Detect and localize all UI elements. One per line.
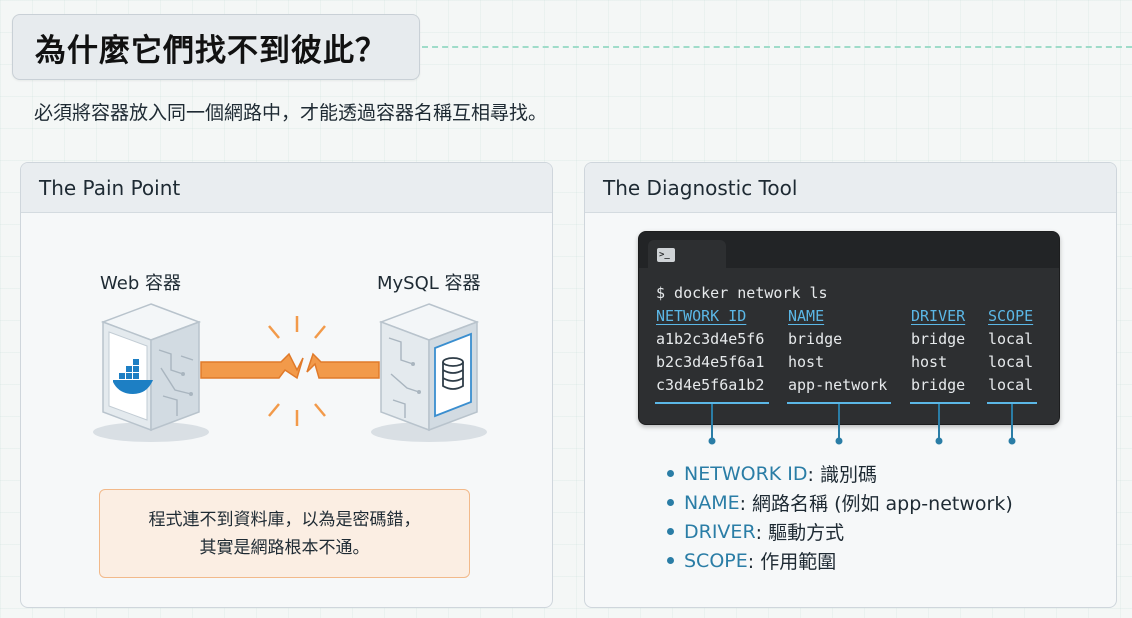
legend-term: NAME (684, 491, 740, 514)
column-header-scope: SCOPE (988, 307, 1034, 325)
mysql-cube-icon (378, 303, 480, 432)
cell-network-id: b2c3d4e5f6a1 (656, 353, 765, 371)
mysql-container-label: MySQL 容器 (377, 273, 481, 294)
pain-point-title: The Pain Point (39, 175, 181, 200)
legend-desc: : 驅動方式 (755, 522, 845, 544)
cell-network-id: a1b2c3d4e5f6 (656, 330, 765, 348)
broken-link-icon (200, 316, 380, 426)
driver-connector (935, 404, 943, 445)
broken-connection-diagram (93, 303, 487, 442)
terminal-header-row: NETWORK ID NAME DRIVER SCOPE (656, 307, 1033, 330)
column-connectors (708, 404, 1016, 445)
column-header-name: NAME (788, 307, 825, 325)
cell-name: bridge (788, 330, 843, 348)
page-title: 為什麼它們找不到彼此？ (35, 32, 387, 69)
cell-scope: local (988, 376, 1034, 394)
legend-term: SCOPE (684, 549, 748, 572)
diagnostic-tool-panel: The Diagnostic Tool >_ $ docker network … (584, 162, 1117, 608)
callout-line-2: 其實是網路根本不通。 (199, 537, 370, 558)
column-legend: NETWORK ID : 識別碼 NAME : 網路名稱 (例如 app-net… (667, 459, 1013, 575)
terminal-command: $ docker network ls (656, 284, 828, 302)
legend-term: DRIVER (684, 520, 756, 543)
pain-point-callout: 程式連不到資料庫，以為是密碼錯， 其實是網路根本不通。 (99, 489, 470, 578)
network-id-column-underline (655, 402, 769, 404)
scope-connector (1008, 404, 1016, 445)
terminal-row: c3d4e5f6a1b2 app-network bridge local (656, 376, 1033, 399)
legend-desc: : 網路名稱 (例如 app-network) (739, 493, 1013, 515)
network-id-connector (708, 404, 716, 445)
terminal-output: $ docker network ls NETWORK ID NAME DRIV… (656, 284, 1033, 399)
pain-point-header: The Pain Point (21, 163, 552, 213)
name-column-underline (787, 402, 891, 404)
dashed-divider (422, 46, 1132, 48)
bullet-dot (667, 470, 674, 477)
cell-name: app-network (788, 376, 888, 394)
docker-whale-icon (113, 359, 153, 394)
legend-item-network-id: NETWORK ID : 識別碼 (667, 459, 1013, 488)
terminal-window: >_ $ docker network ls NETWORK ID NAME D… (638, 231, 1060, 425)
web-cube-shadow (93, 422, 209, 442)
diagnostic-tool-title: The Diagnostic Tool (603, 175, 798, 200)
legend-item-driver: DRIVER : 驅動方式 (667, 517, 1013, 546)
terminal-row: b2c3d4e5f6a1 host host local (656, 353, 1033, 376)
column-header-network-id: NETWORK ID (656, 307, 747, 325)
driver-column-underline (910, 402, 970, 404)
bullet-dot (667, 557, 674, 564)
cell-scope: local (988, 353, 1034, 371)
page-subtitle: 必須將容器放入同一個網路中，才能透過容器名稱互相尋找。 (34, 102, 548, 124)
callout-line-1: 程式連不到資料庫，以為是密碼錯， (148, 509, 421, 530)
terminal-row: a1b2c3d4e5f6 bridge bridge local (656, 330, 1033, 353)
diagnostic-tool-header: The Diagnostic Tool (585, 163, 1116, 213)
mysql-cube-shadow (371, 422, 487, 442)
web-cube-icon (100, 303, 202, 432)
legend-desc: : 識別碼 (807, 464, 877, 486)
cell-driver: bridge (911, 330, 966, 348)
title-box: 為什麼它們找不到彼此？ (12, 14, 420, 80)
name-connector (835, 404, 843, 445)
scope-column-underline (987, 402, 1037, 404)
terminal-icon: >_ (657, 248, 675, 262)
bullet-dot (667, 528, 674, 535)
cell-network-id: c3d4e5f6a1b2 (656, 376, 765, 394)
cell-driver: bridge (911, 376, 966, 394)
legend-term: NETWORK ID (684, 462, 808, 485)
cell-name: host (788, 353, 825, 371)
pain-point-panel: The Pain Point Web 容器 MySQL 容器 (20, 162, 553, 608)
legend-item-name: NAME : 網路名稱 (例如 app-network) (667, 488, 1013, 517)
database-icon (442, 357, 464, 390)
legend-desc: : 作用範圍 (747, 551, 837, 573)
column-header-driver: DRIVER (911, 307, 966, 325)
bullet-dot (667, 499, 674, 506)
cell-driver: host (911, 353, 948, 371)
cell-scope: local (988, 330, 1034, 348)
terminal-tab-bar: >_ (639, 232, 1059, 268)
web-container-label: Web 容器 (100, 273, 181, 294)
terminal-tab[interactable]: >_ (648, 240, 726, 268)
legend-item-scope: SCOPE : 作用範圍 (667, 546, 1013, 575)
